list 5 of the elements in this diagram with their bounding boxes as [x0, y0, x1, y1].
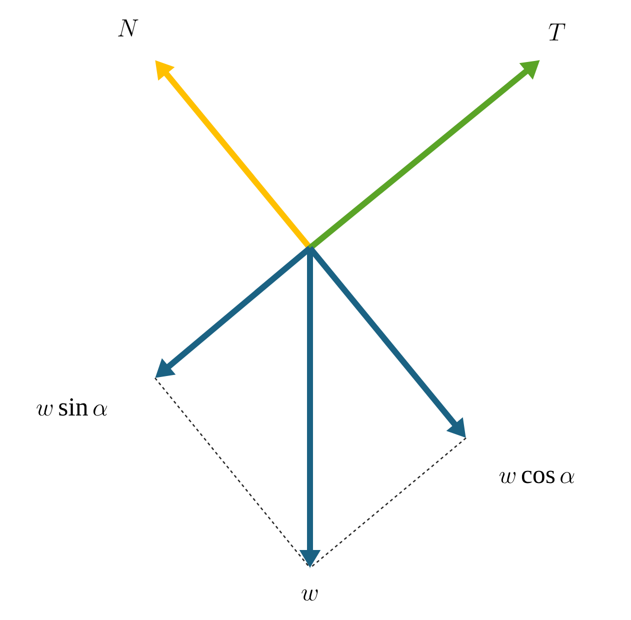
force-label: $w \cos \alpha$	[499, 470, 574, 484]
force-label: $N$	[118, 20, 138, 36]
force-label: $w \sin \alpha$	[36, 398, 108, 416]
force-label: $w$	[302, 589, 318, 601]
force-label: $T$	[548, 24, 566, 40]
